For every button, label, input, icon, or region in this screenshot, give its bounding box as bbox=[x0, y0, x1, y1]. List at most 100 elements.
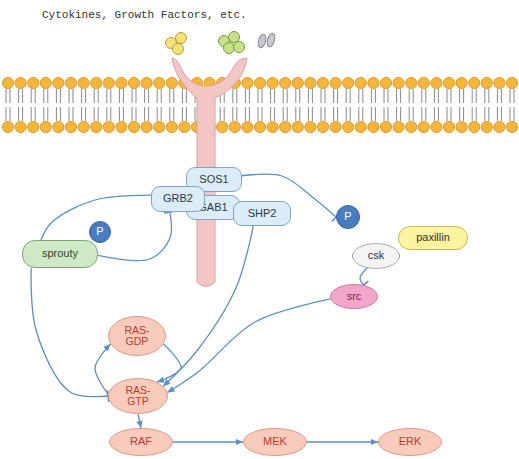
lipid-tail bbox=[434, 107, 435, 121]
lipid-tail bbox=[94, 107, 95, 121]
lipid-tail bbox=[69, 107, 70, 121]
lipid-tail bbox=[10, 107, 11, 121]
lipid-head bbox=[368, 77, 379, 88]
lipid-tail bbox=[47, 107, 48, 121]
lipid-tail bbox=[270, 107, 271, 121]
lipid-tail bbox=[60, 107, 61, 121]
lipid-tail bbox=[195, 107, 196, 121]
node-text-group: P bbox=[96, 226, 103, 238]
node-shape bbox=[337, 206, 360, 229]
lipid-tail bbox=[299, 107, 300, 121]
lipid-tail bbox=[321, 107, 322, 121]
node-text-group: RAS- GTP bbox=[118, 385, 158, 407]
lipid-head bbox=[481, 121, 492, 132]
lipid-head bbox=[2, 77, 13, 88]
lipid-tail bbox=[472, 89, 473, 103]
lipid-tail bbox=[6, 107, 7, 121]
lipid-tail bbox=[295, 107, 296, 121]
lipid-tail bbox=[182, 107, 183, 121]
node-text-group: src bbox=[347, 291, 362, 303]
signal-arrow bbox=[167, 299, 330, 393]
lipid-tail bbox=[132, 89, 133, 103]
node-label: RAS- GDP bbox=[117, 325, 157, 347]
node-label: P bbox=[96, 226, 103, 238]
lipid-head bbox=[292, 121, 303, 132]
lipid-head bbox=[393, 121, 404, 132]
lipid-tail bbox=[447, 89, 448, 103]
lipid-head bbox=[154, 121, 165, 132]
lipid-head bbox=[103, 121, 114, 132]
lipid-tail bbox=[81, 107, 82, 121]
ligand-green bbox=[219, 32, 245, 54]
lipid-tail bbox=[119, 89, 120, 103]
lipid-tail bbox=[262, 89, 263, 103]
lipid-head bbox=[469, 121, 480, 132]
lipid-tail bbox=[262, 107, 263, 121]
lipid-tail bbox=[451, 89, 452, 103]
node-label: SOS1 bbox=[199, 174, 228, 186]
node-text-group: RAF bbox=[130, 436, 152, 448]
lipid-tail bbox=[220, 107, 221, 121]
lipid-tail bbox=[375, 89, 376, 103]
lipid-head bbox=[443, 77, 454, 88]
lipid-head bbox=[40, 121, 51, 132]
inhibition-line bbox=[360, 268, 367, 285]
phospho-circle: P bbox=[89, 221, 111, 243]
lipid-tail bbox=[488, 107, 489, 121]
lipid-tail bbox=[18, 89, 19, 103]
lipid-head bbox=[65, 121, 76, 132]
lipid-tail bbox=[308, 89, 309, 103]
lipid-tail bbox=[484, 107, 485, 121]
lipid-tail bbox=[144, 107, 145, 121]
lipid-head bbox=[431, 121, 442, 132]
lipid-head bbox=[330, 121, 341, 132]
lipid-head bbox=[128, 77, 139, 88]
lipid-tail bbox=[161, 89, 162, 103]
lipid-tail bbox=[132, 107, 133, 121]
node-label: P bbox=[344, 211, 351, 223]
lipid-tail bbox=[396, 107, 397, 121]
lipid-tail bbox=[325, 89, 326, 103]
lipid-head bbox=[116, 121, 127, 132]
lipid-tail bbox=[312, 107, 313, 121]
lipid-tail bbox=[501, 89, 502, 103]
lipid-head bbox=[229, 121, 240, 132]
lipid-tail bbox=[510, 89, 511, 103]
protein-box: SHP2 bbox=[233, 201, 291, 226]
lipid-tail bbox=[161, 107, 162, 121]
lipid-head bbox=[494, 77, 505, 88]
lipid-head bbox=[53, 77, 64, 88]
lipid-tail bbox=[447, 107, 448, 121]
lipid-tail bbox=[43, 107, 44, 121]
lipid-head bbox=[506, 121, 517, 132]
lipid-head bbox=[343, 121, 354, 132]
inhibition-line bbox=[31, 268, 108, 397]
protein-box: sprouty bbox=[22, 240, 98, 268]
lipid-tail bbox=[295, 89, 296, 103]
node-text-group: ERK bbox=[399, 436, 422, 448]
lipid-tail bbox=[22, 107, 23, 121]
ligand-blob bbox=[176, 33, 187, 44]
receptor-symbol bbox=[172, 58, 247, 287]
lipid-head bbox=[456, 77, 467, 88]
lipid-tail bbox=[106, 89, 107, 103]
lipid-tail bbox=[325, 107, 326, 121]
lipid-head bbox=[40, 77, 51, 88]
lipid-tail bbox=[224, 107, 225, 121]
protein-ellipse: RAS- GTP bbox=[108, 378, 168, 414]
lipid-head bbox=[267, 121, 278, 132]
lipid-tail bbox=[182, 89, 183, 103]
lipid-tail bbox=[98, 107, 99, 121]
node-text-group: SHP2 bbox=[248, 208, 277, 220]
lipid-tail bbox=[510, 107, 511, 121]
lipid-tail bbox=[73, 107, 74, 121]
lipid-tail bbox=[136, 89, 137, 103]
lipid-tail bbox=[463, 107, 464, 121]
node-shape bbox=[331, 285, 378, 309]
lipid-head bbox=[292, 77, 303, 88]
node-shape bbox=[110, 429, 173, 456]
lipid-tail bbox=[413, 89, 414, 103]
lipid-head bbox=[254, 121, 265, 132]
lipid-tail bbox=[358, 107, 359, 121]
